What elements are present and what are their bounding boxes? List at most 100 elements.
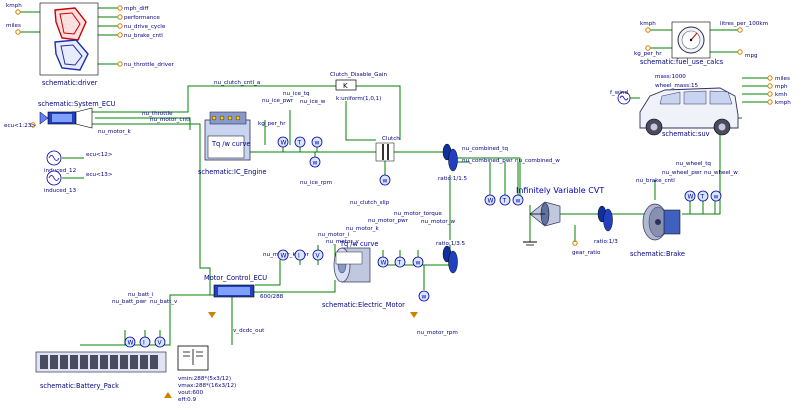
suv-io: miles mph kmh kmph [767,75,791,106]
motor-output-label: nu_motor_i [318,232,349,238]
power-meter[interactable]: W [277,249,289,261]
gear3-ratio: ratio:1/3 [594,239,618,245]
port-icon[interactable] [645,45,651,51]
battery-cells-icon [35,351,167,373]
fuel-input-label: kmph [640,21,656,27]
source-name-label: induced_12 [44,168,76,174]
motor-output-label: nu_motor_rpm [417,330,458,336]
port-icon[interactable] [737,27,743,33]
suv-car-icon [639,87,739,136]
port-icon[interactable] [117,23,123,29]
port-icon[interactable] [767,75,773,81]
port-icon[interactable] [117,32,123,38]
driver-output-label: performance [124,15,160,21]
cvt-block[interactable]: Infinitely Variable CVT gear_ratio [516,186,604,256]
port-icon[interactable] [737,49,743,55]
wheel-output-label: nu_wheel_tq [676,161,711,167]
wheel-output-label: nu_wheel_w [704,170,738,176]
port-icon[interactable] [30,122,36,128]
rpm-meter[interactable]: w [309,156,321,168]
port-icon[interactable] [117,61,123,67]
svg-text:w: w [516,198,521,205]
ic-engine-block[interactable]: Tq /w curve schematic:IC_Engine [198,111,266,176]
motor-ecu-ratio: 600/288 [260,294,284,300]
battery-block[interactable]: schematic:Battery_Pack [35,351,167,390]
source-port-label: ecu<12> [86,152,113,158]
voltage-meter[interactable]: V [154,336,166,348]
driver-output-label: nu_throttle_driver [124,62,175,68]
clutch-gain-block[interactable]: Clutch_Disable_Gain K k:uniform(1,0,1) [330,72,387,102]
system-ecu-block[interactable]: schematic:System_ECU ecu<1:23> [4,100,116,129]
driver-input-label: miles [6,23,21,29]
speed-meter[interactable]: w [710,190,722,202]
speed-meter[interactable]: w [512,194,524,206]
port-icon[interactable] [767,83,773,89]
dcdc-block[interactable]: v_dcdc_out vmin:288*(5x3/12) vmax:288*(1… [177,328,265,403]
svg-text:T: T [700,194,705,201]
motor-block[interactable]: Tq /w curve schematic:Electric_Motor [322,240,405,309]
port-icon[interactable] [645,27,651,33]
speed-meter[interactable]: w [311,136,323,148]
svg-text:T: T [297,140,302,147]
motor-icon [333,247,371,283]
torque-meter[interactable]: T [394,256,406,268]
ecu-output-label: nu_motor_k [98,129,131,135]
speed-meter[interactable]: w [412,256,424,268]
port-icon[interactable] [572,240,578,246]
current-meter[interactable]: I [294,249,306,261]
power-meter[interactable]: W [684,190,696,202]
torque-meter[interactable]: T [697,190,709,202]
port-icon[interactable] [767,99,773,105]
power-meter[interactable]: W [277,136,289,148]
torque-meter[interactable]: T [294,136,306,148]
battery-title: schematic:Battery_Pack [40,382,119,390]
power-meter[interactable]: W [124,336,136,348]
rpm-meter[interactable]: w [418,290,430,302]
torque-meter[interactable]: T [499,194,511,206]
voltage-meter[interactable]: V [312,249,324,261]
engine-meters: nu_ice_pwr nu_ice_tq nu_ice_w kg_per_hr … [258,91,332,186]
suv-source-label: f_wind [610,90,628,96]
brake-disc-icon [642,203,681,241]
engine-output-label: nu_ice_pwr [262,98,294,104]
power-meter[interactable]: W [377,256,389,268]
power-meter[interactable]: W [484,194,496,206]
current-meter[interactable]: I [139,336,151,348]
clutch-slip-meter[interactable]: w nu_clutch_slip [350,174,391,206]
port-icon[interactable] [15,9,21,15]
sine-source-icon[interactable] [46,170,62,186]
port-icon[interactable] [767,91,773,97]
gear3-block[interactable]: ratio:1/3 [594,205,618,245]
gear2-block[interactable]: ratio:1/3.5 [436,241,466,274]
gear1-block[interactable]: ratio:1/1.5 [438,143,468,182]
port-icon[interactable] [117,14,123,20]
clutch-block[interactable]: Clutch [375,136,400,162]
cvt-icon [529,201,561,227]
gear1-ratio: ratio:1/1.5 [438,176,468,182]
gain-symbol: K [343,82,348,90]
battery-output-label: nu_batt_v [150,299,178,305]
svg-text:T: T [502,198,507,205]
dcdc-param: vmax:288*(16x3/12) [178,383,236,389]
dcdc-label: v_dcdc_out [233,328,265,334]
gear-icon [597,205,613,232]
suv-block[interactable]: mass:1000 wheel_mass:15 schematic:suv f_… [610,74,739,138]
driver-block[interactable]: schematic:driver [39,2,99,87]
port-icon[interactable] [15,29,21,35]
engine-curve-label: Tq /w curve [211,140,251,148]
port-icon[interactable] [117,5,123,11]
fuel-use-block[interactable]: schematic:fuel_use_calcs [640,21,724,66]
fuel-gauge-icon [677,26,705,54]
source-name-label: induced_13 [44,188,77,194]
sine-source-icon[interactable] [46,150,62,166]
motor-ecu-block[interactable]: Motor_Control_ECU 600/288 [204,274,284,300]
sine-source-icon[interactable] [617,91,631,105]
svg-text:w: w [714,194,719,201]
source-port-label: ecu<13> [86,172,113,178]
gear-icon [442,245,458,274]
ecu-output-label: nu_motor_cntl [150,117,190,123]
motor-output-label: nu_motor_pwr [368,218,409,224]
brake-block[interactable]: schematic:Brake nu_brake_cntl [630,178,685,258]
svg-text:W: W [128,340,134,347]
